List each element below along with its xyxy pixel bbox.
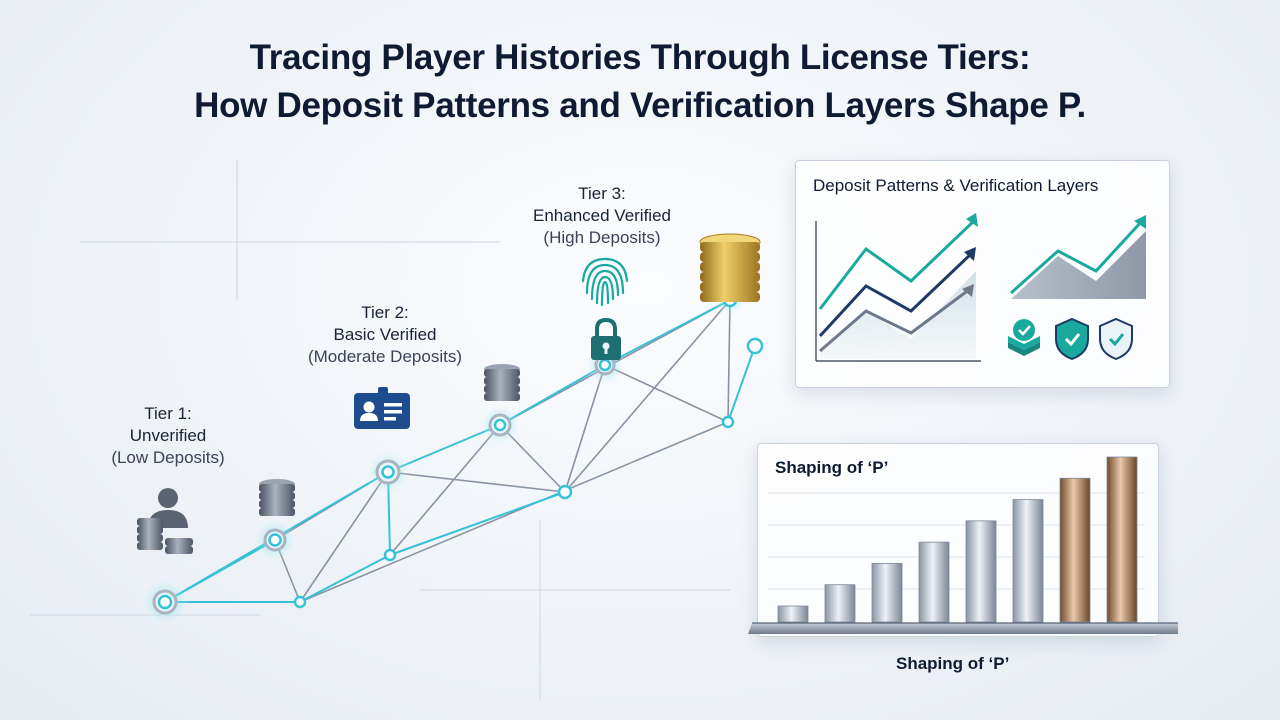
tier-1-name: Tier 1: (144, 404, 192, 423)
network-node (139, 576, 191, 628)
network-node (478, 403, 522, 447)
secondary-trend-arrow (1134, 215, 1146, 229)
coin-stack-icon (259, 479, 295, 516)
trend-arrow-teal (966, 213, 978, 227)
tier-2-name: Tier 2: (361, 303, 409, 322)
bar (1059, 477, 1091, 623)
bar-group (777, 456, 1138, 623)
coin-stack-icon (484, 364, 520, 401)
trend-area (820, 271, 976, 359)
shield-outline-check-icon (1099, 317, 1133, 361)
network-node (383, 548, 397, 562)
shield-check-icon (1055, 317, 1089, 361)
bar (918, 541, 950, 623)
shaping-bottom-label: Shaping of ‘P’ (896, 654, 1010, 673)
id-card-icon (354, 387, 410, 429)
tier-2-label: Tier 2: Basic Verified (Moderate Deposit… (275, 302, 495, 368)
lock-icon (591, 317, 621, 360)
trend-line-navy (818, 251, 974, 338)
tier-3-label: Tier 3: Enhanced Verified (High Deposits… (492, 183, 712, 249)
coin-stack-icon (137, 518, 193, 554)
trend-arrow-grey (962, 284, 974, 297)
shaping-panel-title: Shaping of ‘P’ (775, 458, 889, 477)
tier-1-status: Unverified (129, 426, 207, 445)
deposit-patterns-panel: Deposit Patterns & Verification Layers (795, 160, 1170, 388)
secondary-trend-line (1010, 219, 1144, 295)
fingerprint-icon (581, 257, 629, 307)
trend-arrow-navy (964, 247, 976, 261)
tier-1-deposits: (Low Deposits) (111, 448, 225, 467)
tier-2-deposits: (Moderate Deposits) (307, 347, 462, 366)
secondary-area (1011, 231, 1146, 299)
deposit-trend-chart (815, 213, 1146, 362)
bar-chart-base (748, 623, 1178, 634)
network-node (364, 448, 412, 496)
page-title-line1: Tracing Player Histories Through License… (249, 38, 1031, 77)
network-node (557, 484, 573, 500)
gold-coin-stack-icon (699, 233, 761, 302)
trend-line-teal (818, 217, 978, 310)
page-title-line2: How Deposit Patterns and Verification La… (194, 86, 1086, 125)
bar (824, 584, 856, 623)
network-node (746, 337, 764, 355)
trend-line-grey (819, 287, 971, 353)
stack-check-icon (1008, 319, 1040, 356)
network-node (293, 595, 307, 609)
network-node (721, 415, 735, 429)
bar (1012, 499, 1044, 623)
tier-3-name: Tier 3: (578, 184, 626, 203)
tier-3-status: Enhanced Verified (533, 206, 671, 225)
tier-1-label: Tier 1: Unverified (Low Deposits) (88, 403, 248, 469)
shaping-panel: Shaping of ‘P’ (757, 443, 1159, 637)
network-node (251, 516, 299, 564)
bar (1106, 456, 1138, 623)
deposit-panel-title: Deposit Patterns & Verification Layers (813, 176, 1099, 195)
bar (777, 605, 809, 623)
bar (871, 563, 903, 623)
tier-2-status: Basic Verified (333, 325, 437, 344)
bar (965, 520, 997, 623)
tier-3-deposits: (High Deposits) (543, 228, 661, 247)
